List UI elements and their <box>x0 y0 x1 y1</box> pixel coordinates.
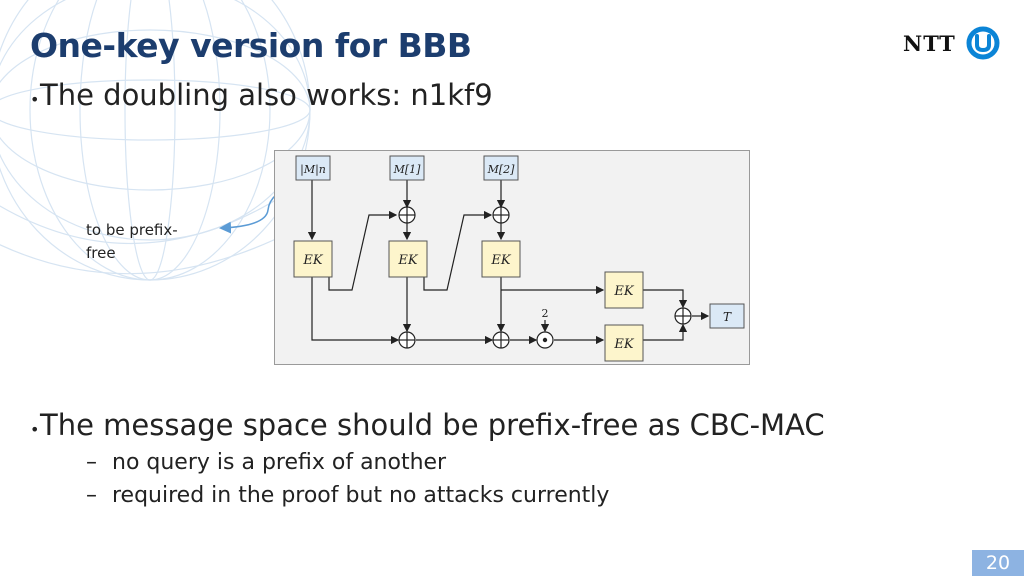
bullet-item: • The message space should be prefix-fre… <box>0 408 825 442</box>
ntt-mark-icon <box>966 26 1000 60</box>
bullet-text: The message space should be prefix-free … <box>40 408 825 442</box>
slide-title: One-key version for BBB <box>30 26 472 65</box>
input-m1-label: M[1] <box>393 163 422 176</box>
output-tag-box <box>709 303 745 329</box>
bullet-item: • The doubling also works: n1kf9 <box>0 78 493 112</box>
page-number: 20 <box>972 550 1024 576</box>
globe-background-graphic <box>0 0 331 281</box>
ntt-logo: NTT <box>903 26 1000 60</box>
sub-bullet-marker: – <box>86 450 97 475</box>
bullet-marker: • <box>30 90 40 109</box>
cipher-block-label: EK <box>302 253 323 268</box>
sub-bullet-text: no query is a prefix of another <box>112 450 447 475</box>
input-m2-label: M[2] <box>487 163 516 176</box>
cipher-block-label: EK <box>490 253 511 268</box>
sub-bullet-marker: – <box>86 483 97 508</box>
cipher-blocks <box>293 240 644 362</box>
doubling-constant-label: 2 <box>542 307 549 320</box>
input-blocks <box>295 155 519 181</box>
cipher-block-label: EK <box>397 253 418 268</box>
bullet-text: The doubling also works: n1kf9 <box>40 78 493 112</box>
logo-text: NTT <box>903 30 956 56</box>
prefix-free-annotation: to be prefix-free <box>86 221 178 262</box>
sub-bullet-text: required in the proof but no attacks cur… <box>112 483 610 508</box>
input-length-label: |M|n <box>300 163 326 177</box>
cipher-block-label: EK <box>613 337 634 352</box>
output-tag-label: T <box>723 310 732 324</box>
sub-bullet-item: – no query is a prefix of another <box>86 450 446 475</box>
mac-construction-diagram: |M|n M[1] M[2] EK EK EK EK EK 2 T <box>293 155 745 362</box>
cipher-block-label: EK <box>613 284 634 299</box>
bullet-marker: • <box>30 420 40 439</box>
sub-bullet-item: – required in the proof but no attacks c… <box>86 483 609 508</box>
